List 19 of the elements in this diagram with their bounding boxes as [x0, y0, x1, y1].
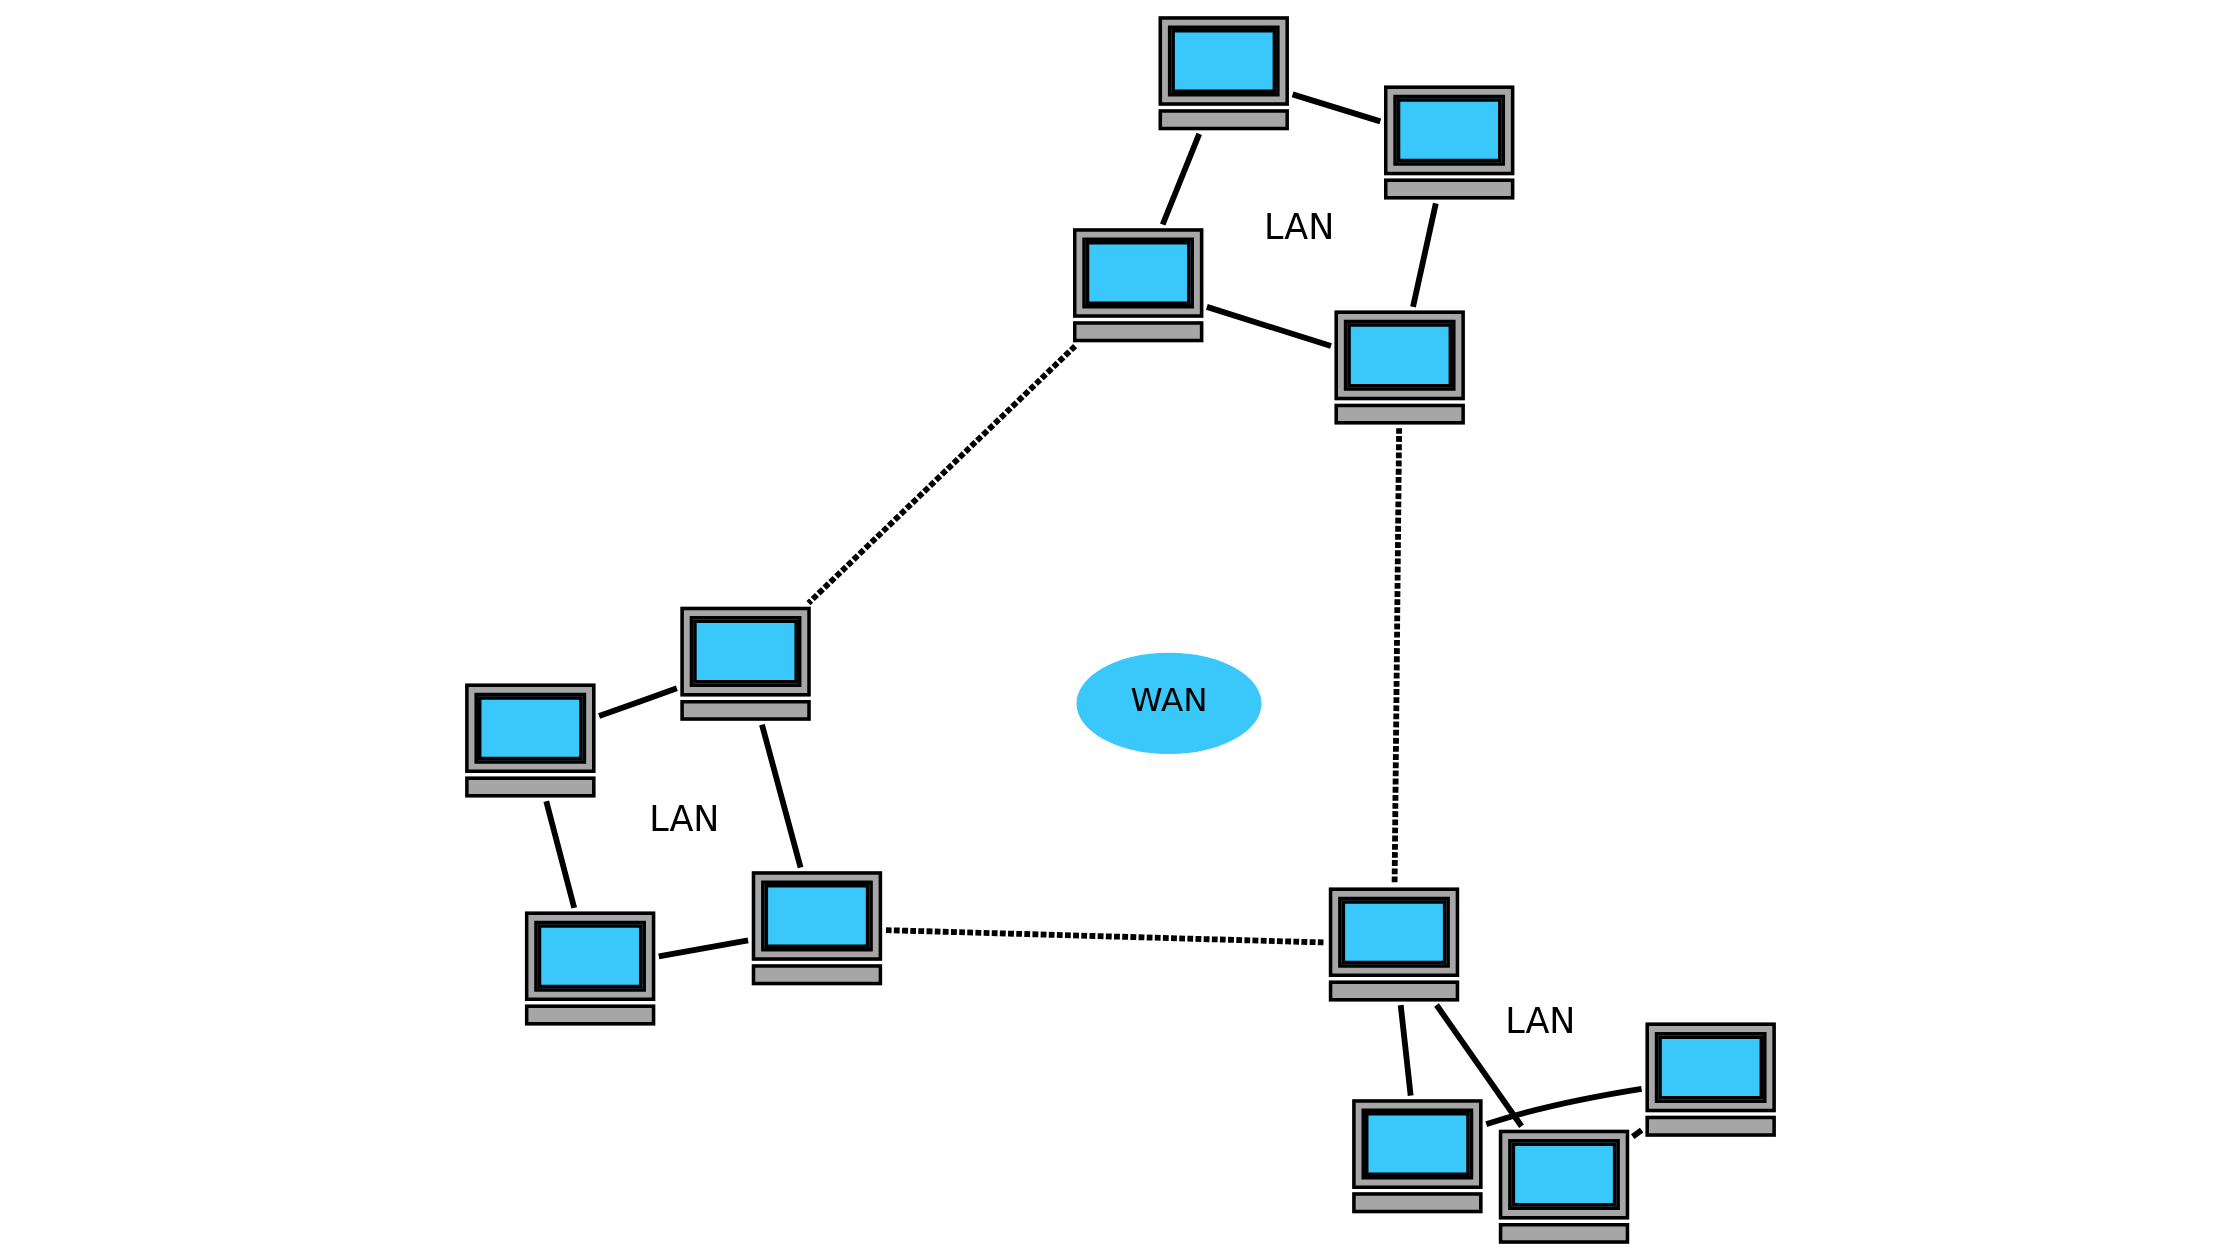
connector	[1391, 428, 1402, 884]
connector	[1205, 304, 1332, 349]
connector	[657, 937, 749, 960]
label: LAN	[1504, 1000, 1575, 1041]
connector	[1409, 202, 1439, 308]
connector	[597, 685, 678, 719]
connector	[1630, 1127, 1643, 1139]
connector	[1291, 91, 1381, 125]
connector	[1159, 132, 1202, 226]
connector	[885, 927, 1325, 946]
label: LAN	[648, 799, 719, 840]
connector	[1397, 1004, 1414, 1096]
label: LAN	[1263, 207, 1334, 248]
node-ellipse: WAN	[1076, 652, 1261, 755]
connector	[758, 723, 803, 869]
connector	[805, 344, 1077, 606]
connector	[1433, 1003, 1524, 1128]
connector	[542, 800, 577, 909]
connector	[1484, 1086, 1642, 1128]
